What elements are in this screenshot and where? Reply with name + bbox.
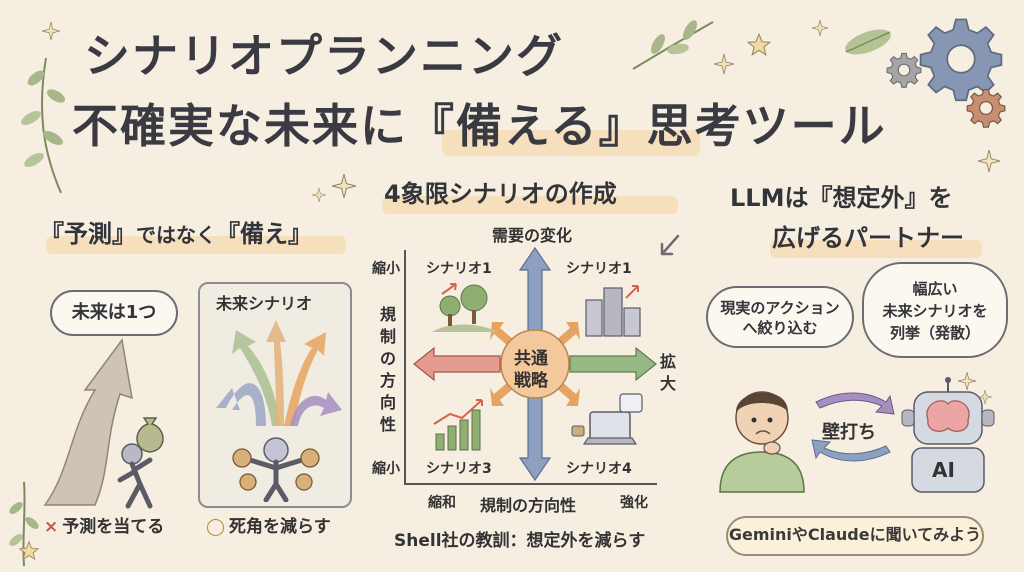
bubble-diverge-line: 幅広い xyxy=(912,280,958,298)
bubble-narrow-line: 現実のアクション xyxy=(720,299,840,317)
reduce-blindspot-label: 死角を減らす xyxy=(229,517,331,537)
scenario-bottom-right: シナリオ4 xyxy=(566,461,632,477)
cloud-icon: 未来は1つ xyxy=(50,290,178,336)
single-future-label: 未来は1つ xyxy=(71,302,157,323)
page-title-line2: 不確実な未来に『備える』思考ツール xyxy=(72,90,887,156)
leaf-icon xyxy=(845,29,891,55)
leaf-icon xyxy=(632,20,714,70)
cycle-arrows-icon xyxy=(660,234,680,256)
cross-icon: × xyxy=(44,517,59,537)
gear-icon xyxy=(919,18,1003,102)
quadrant-frame xyxy=(404,250,657,485)
panel-title: 未来シナリオ xyxy=(216,294,313,313)
wall-label: 壁打ち xyxy=(822,422,876,443)
center-footer: Shell社の教訓：想定外を減らす xyxy=(394,531,646,551)
left-heading: 『予測』ではなく『備え』 xyxy=(40,214,312,249)
predict-label: 予測を当てる xyxy=(62,517,165,537)
sparkle-icon xyxy=(332,174,356,198)
gear-icon xyxy=(966,89,1006,128)
left-heading-highlight xyxy=(46,236,346,254)
robot-icon xyxy=(901,377,995,493)
y-axis-bottom: 縮小 xyxy=(372,461,400,477)
scenario-bottom-left: シナリオ3 xyxy=(426,461,492,477)
y-axis-char: 方 xyxy=(379,371,396,390)
star-icon xyxy=(746,32,772,56)
top-axis-label: 需要の変化 xyxy=(492,226,573,245)
heading-connector: ではなく xyxy=(136,223,216,247)
title-emphasis: 『備える』 xyxy=(408,99,647,153)
person-icon xyxy=(232,437,320,502)
try-ai-text: GeminiやClaudeに聞いてみよう xyxy=(728,525,982,544)
bubble-diverge-line: 列挙（発散） xyxy=(889,324,980,342)
right-axis-2: 大 xyxy=(660,374,677,393)
x-axis-right: 強化 xyxy=(620,495,648,511)
person-icon xyxy=(117,443,153,509)
future-scenarios-panel: 未来シナリオ xyxy=(198,282,352,508)
sparkle-icon xyxy=(42,22,60,40)
x-axis-label: 規制の方向性 xyxy=(480,496,577,515)
circle-icon: ◯ xyxy=(206,517,226,537)
branching-arrows-icon xyxy=(216,320,342,426)
heading-prediction: 『予測』 xyxy=(40,220,136,248)
bar-chart-icon xyxy=(433,399,483,451)
try-ai-callout: GeminiやClaudeに聞いてみよう xyxy=(726,516,984,556)
scenario-top-left: シナリオ1 xyxy=(426,261,492,277)
sparkle-icon xyxy=(312,188,326,202)
y-axis-char: 制 xyxy=(379,327,396,346)
y-axis-top: 縮小 xyxy=(372,261,400,277)
title-highlight xyxy=(442,130,700,156)
gear-icon xyxy=(886,52,922,88)
right-heading-line2: 広げるパートナー xyxy=(772,224,964,252)
scenario-top-right: シナリオ1 xyxy=(566,261,632,277)
y-axis-char: 向 xyxy=(379,393,396,412)
star-icon xyxy=(18,540,40,561)
single-arrow-icon xyxy=(43,338,133,506)
leaf-icon xyxy=(21,57,66,194)
cycle-arrows-icon xyxy=(811,392,895,462)
y-axis-label: 規 制 の 方 向 性 xyxy=(378,304,398,436)
bubble-diverge-line: 未来シナリオを xyxy=(882,302,988,320)
center-heading-highlight xyxy=(382,196,678,214)
sparkle-icon xyxy=(958,372,976,390)
person-icon xyxy=(719,391,805,493)
ai-label: AI xyxy=(932,458,955,482)
x-axis-left: 縮和 xyxy=(428,495,456,511)
sparkle-icon xyxy=(812,20,828,36)
right-axis-1: 拡 xyxy=(660,352,677,371)
heading-preparation: 『備え』 xyxy=(216,220,312,248)
bubble-narrow: 現実のアクション へ絞り込む xyxy=(706,286,854,348)
right-heading-highlight xyxy=(770,240,982,258)
cross-arrows xyxy=(413,246,657,482)
center-strategy-2: 戦略 xyxy=(514,371,548,391)
bottom-right-label: ◯死角を減らす xyxy=(206,512,331,537)
page-title-line1: シナリオプランニング xyxy=(84,29,564,83)
sparkle-icon xyxy=(978,150,1000,172)
sparkle-icon xyxy=(714,54,734,74)
laptop-icon xyxy=(571,393,643,445)
center-heading: 4象限シナリオの作成 xyxy=(384,180,617,208)
title-prefix: 不確実な未来に xyxy=(72,99,408,153)
bubble-diverge: 幅広い 未来シナリオを 列挙（発散） xyxy=(862,262,1008,358)
y-axis-char: の xyxy=(379,349,396,368)
y-axis-char: 性 xyxy=(379,415,396,434)
building-icon xyxy=(585,285,641,337)
money-bag-icon xyxy=(136,417,164,453)
title-suffix: 思考ツール xyxy=(646,99,887,153)
sparkle-icon xyxy=(978,390,992,404)
tree-icon xyxy=(432,283,498,332)
right-heading-line1: LLMは『想定外』を xyxy=(730,184,953,212)
center-strategy-1: 共通 xyxy=(514,349,548,369)
y-axis-char: 規 xyxy=(379,305,396,324)
bubble-narrow-line: へ絞り込む xyxy=(742,319,818,337)
bottom-left-label: ×予測を当てる xyxy=(44,512,164,537)
